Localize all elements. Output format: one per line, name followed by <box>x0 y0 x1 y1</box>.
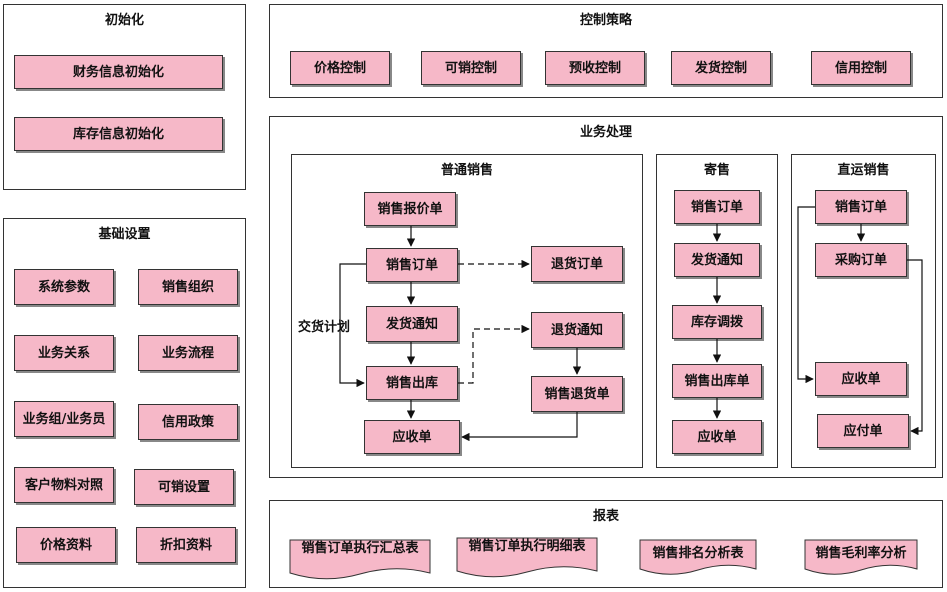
direct-shipping-title: 直运销售 <box>837 163 890 178</box>
discount-data-box[interactable]: 折扣资料 <box>136 527 236 563</box>
base-settings-panel: 基础设置 系统参数 销售组织 业务关系 业务流程 业务组/业务员 信用政策 客户… <box>3 218 246 588</box>
delivery-plan-label: 交货计划 <box>298 320 351 335</box>
sellable-control-box[interactable]: 可销控制 <box>421 51 521 85</box>
business-relation-box[interactable]: 业务关系 <box>14 335 114 371</box>
sales-return-bill-box[interactable]: 销售退货单 <box>531 376 623 412</box>
document-shape-icon <box>804 539 918 575</box>
report-order-detail-label: 销售订单执行明细表 <box>468 539 586 554</box>
inventory-init-box[interactable]: 库存信息初始化 <box>14 117 223 151</box>
control-policy-title: 控制策略 <box>579 13 632 28</box>
business-group-box[interactable]: 业务组/业务员 <box>14 401 114 437</box>
normal-sales-panel: 普通销售 <box>291 154 643 468</box>
sellable-settings-box[interactable]: 可销设置 <box>134 469 234 505</box>
credit-policy-box[interactable]: 信用政策 <box>138 404 238 440</box>
prepay-control-box[interactable]: 预收控制 <box>545 51 645 85</box>
price-control-box[interactable]: 价格控制 <box>290 51 390 85</box>
credit-control-box[interactable]: 信用控制 <box>811 51 911 85</box>
control-policy-panel: 控制策略 价格控制 可销控制 预收控制 发货控制 信用控制 <box>269 4 943 98</box>
price-data-box[interactable]: 价格资料 <box>16 527 116 563</box>
business-process-title: 业务处理 <box>579 125 632 140</box>
delivery-notice-box[interactable]: 发货通知 <box>366 306 458 342</box>
consignment-title: 寄售 <box>703 163 730 178</box>
system-params-box[interactable]: 系统参数 <box>14 269 114 305</box>
report-order-detail[interactable]: 销售订单执行明细表 <box>456 537 598 578</box>
normal-sales-title: 普通销售 <box>440 163 493 178</box>
report-sales-ranking[interactable]: 销售排名分析表 <box>639 539 757 576</box>
report-order-summary[interactable]: 销售订单执行汇总表 <box>289 539 431 580</box>
delivery-control-box[interactable]: 发货控制 <box>671 51 771 85</box>
document-shape-icon <box>289 539 431 580</box>
document-shape-icon <box>639 539 757 575</box>
return-notice-box[interactable]: 退货通知 <box>531 312 623 348</box>
return-order-box[interactable]: 退货订单 <box>531 246 623 282</box>
consign-outbound-box[interactable]: 销售出库单 <box>672 364 762 398</box>
init-panel: 初始化 财务信息初始化 库存信息初始化 <box>3 4 246 190</box>
report-gross-margin[interactable]: 销售毛利率分析 <box>804 539 918 576</box>
business-process-box[interactable]: 业务流程 <box>138 335 238 371</box>
direct-order-box[interactable]: 销售订单 <box>815 190 907 224</box>
finance-init-box[interactable]: 财务信息初始化 <box>14 55 223 89</box>
base-settings-title: 基础设置 <box>98 227 151 242</box>
consign-receivable-box[interactable]: 应收单 <box>672 420 762 454</box>
init-title: 初始化 <box>104 13 144 28</box>
consign-order-box[interactable]: 销售订单 <box>674 190 760 224</box>
sales-org-box[interactable]: 销售组织 <box>138 269 238 305</box>
sales-order-box[interactable]: 销售订单 <box>366 248 458 282</box>
direct-receivable-box[interactable]: 应收单 <box>815 362 907 396</box>
report-gross-margin-label: 销售毛利率分析 <box>815 546 907 561</box>
document-shape-icon <box>456 537 598 578</box>
consign-transfer-box[interactable]: 库存调拨 <box>672 305 762 339</box>
purchase-order-box[interactable]: 采购订单 <box>815 243 907 277</box>
receivable-box[interactable]: 应收单 <box>364 420 460 454</box>
customer-material-box[interactable]: 客户物料对照 <box>14 467 114 503</box>
sales-quote-box[interactable]: 销售报价单 <box>364 192 456 226</box>
sales-outbound-box[interactable]: 销售出库 <box>366 366 458 400</box>
reports-title: 报表 <box>592 509 619 524</box>
report-order-summary-label: 销售订单执行汇总表 <box>301 541 419 556</box>
payable-box[interactable]: 应付单 <box>817 414 909 448</box>
report-sales-ranking-label: 销售排名分析表 <box>652 546 744 561</box>
consign-delivery-box[interactable]: 发货通知 <box>674 243 760 277</box>
